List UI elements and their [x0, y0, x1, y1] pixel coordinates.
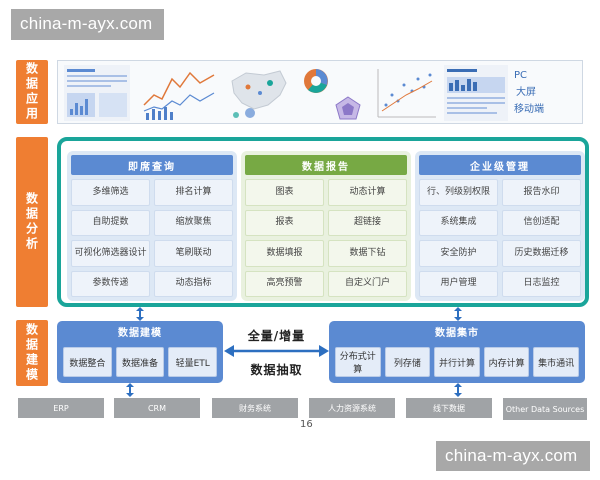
feature-item: 安全防护 — [419, 240, 498, 267]
extraction-top-label: 全量/增量 — [247, 329, 306, 343]
group-title: 企业级管理 — [419, 155, 581, 175]
target-pc: PC — [514, 70, 528, 81]
extraction-connector: 全量/增量 数据抽取 — [224, 323, 329, 381]
thumbnail-pie-radar-image — [304, 69, 361, 120]
source-other: Other Data Sources — [503, 398, 587, 420]
thumbnail-map-image — [231, 70, 287, 118]
feature-item: 数据填报 — [245, 240, 324, 267]
layer-label-application: 数据应用 — [16, 60, 48, 124]
feature-item: 日志监控 — [502, 270, 581, 297]
source-crm: CRM — [114, 398, 200, 418]
target-mobile: 移动端 — [514, 104, 544, 115]
data-modeling-title: 数据建模 — [118, 328, 162, 339]
feature-item: 动态指标 — [154, 270, 233, 297]
feature-item: 笔刷联动 — [154, 240, 233, 267]
feature-item: 行、列级别权限 — [419, 179, 498, 206]
market-item: 分布式计算 — [335, 347, 381, 377]
modeling-item: 数据整合 — [63, 347, 112, 377]
data-market-title: 数据集市 — [435, 328, 479, 339]
extraction-bottom-label: 数据抽取 — [250, 363, 303, 377]
updown-arrow-icon — [454, 383, 462, 397]
feature-item: 缩放聚焦 — [154, 209, 233, 236]
page-number: 16 — [300, 419, 313, 430]
feature-item: 高亮预警 — [245, 270, 324, 297]
layer-label-modeling: 数据建模 — [16, 320, 48, 386]
thumbnail-line-chart-image — [143, 71, 215, 120]
updown-arrow-icon — [454, 307, 462, 321]
feature-item: 超链接 — [328, 209, 407, 236]
feature-item: 可视化筛选器设计 — [71, 240, 150, 267]
feature-item: 自定义门户 — [328, 270, 407, 297]
updown-arrow-icon — [126, 383, 134, 397]
group-title: 数据报告 — [245, 155, 407, 175]
feature-item: 历史数据迁移 — [502, 240, 581, 267]
application-targets: PC 大屏 移动端 — [514, 67, 544, 118]
group-adhoc-query: 即席查询 多维筛选 排名计算 自助提数 缩放聚焦 可视化筛选器设计 笔刷联动 参… — [67, 151, 237, 301]
target-big-screen: 大屏 — [516, 87, 536, 98]
layer-label-analysis: 数据分析 — [16, 137, 48, 307]
feature-item: 数据下钻 — [328, 240, 407, 267]
feature-item: 报表 — [245, 209, 324, 236]
feature-item: 信创适配 — [502, 209, 581, 236]
feature-item: 系统集成 — [419, 209, 498, 236]
group-enterprise-management: 企业级管理 行、列级别权限 报告水印 系统集成 信创适配 安全防护 历史数据迁移… — [415, 151, 585, 301]
watermark-top: china-m-ayx.com — [11, 9, 164, 40]
data-market-box: 数据集市 分布式计算 列存储 并行计算 内存计算 集市通讯 — [329, 321, 585, 383]
thumbnail-mobile-dashboard-image — [444, 65, 508, 121]
double-arrow-icon — [224, 345, 329, 357]
data-modeling-box: 数据建模 数据整合 数据准备 轻量ETL — [57, 321, 223, 383]
group-data-report: 数据报告 图表 动态计算 报表 超链接 数据填报 数据下钻 高亮预警 自定义门户 — [241, 151, 411, 301]
market-item: 列存储 — [384, 347, 431, 377]
modeling-item: 数据准备 — [115, 347, 165, 377]
feature-item: 参数传递 — [71, 270, 150, 297]
feature-item: 用户管理 — [419, 270, 498, 297]
updown-arrow-icon — [136, 307, 144, 321]
thumbnail-dashboard-image — [64, 65, 130, 121]
market-item: 并行计算 — [434, 347, 480, 377]
feature-item: 图表 — [245, 179, 324, 206]
thumbnail-scatter-chart-image — [377, 69, 436, 118]
group-title: 即席查询 — [71, 155, 233, 175]
market-item: 集市通讯 — [533, 347, 579, 377]
feature-item: 自助提数 — [71, 209, 150, 236]
feature-item: 排名计算 — [154, 179, 233, 206]
feature-item: 动态计算 — [328, 179, 407, 206]
source-finance: 财务系统 — [212, 398, 298, 418]
feature-item: 报告水印 — [502, 179, 581, 206]
source-hr: 人力资源系统 — [309, 398, 395, 418]
source-offline: 线下数据 — [406, 398, 492, 418]
watermark-bottom: china-m-ayx.com — [436, 441, 590, 471]
market-item: 内存计算 — [483, 347, 530, 377]
analysis-frame: 即席查询 多维筛选 排名计算 自助提数 缩放聚焦 可视化筛选器设计 笔刷联动 参… — [57, 137, 589, 307]
feature-item: 多维筛选 — [71, 179, 150, 206]
modeling-item: 轻量ETL — [168, 347, 218, 377]
source-erp: ERP — [18, 398, 104, 418]
application-band: PC 大屏 移动端 — [57, 60, 583, 124]
